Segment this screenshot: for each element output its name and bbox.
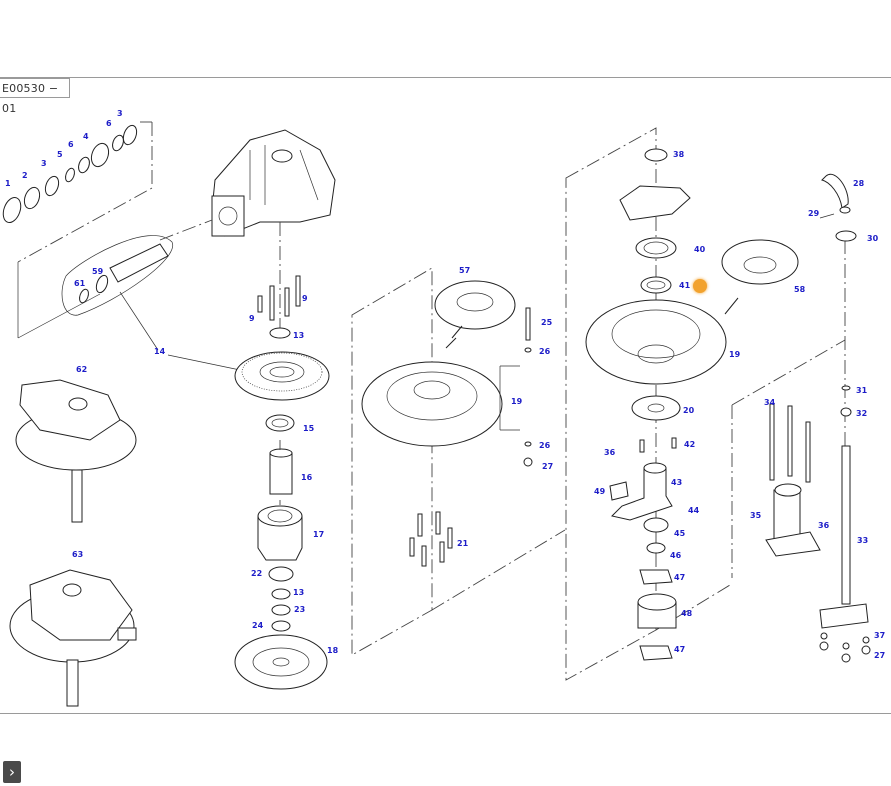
expand-panel-button[interactable]: › bbox=[3, 761, 21, 783]
shaft-33 bbox=[819, 445, 871, 663]
lower-centre-parts bbox=[609, 395, 681, 661]
callout-34: 34 bbox=[764, 398, 776, 407]
callout-47: 47 bbox=[674, 573, 685, 582]
callout-6b: 6 bbox=[106, 119, 112, 128]
chevron-right-icon: › bbox=[9, 763, 15, 781]
callout-1: 1 bbox=[5, 179, 11, 188]
callout-37: 37 bbox=[874, 631, 885, 640]
callout-62: 62 bbox=[76, 365, 87, 374]
gearbox-housing bbox=[159, 129, 336, 330]
callout-14: 14 bbox=[154, 347, 166, 356]
disc-19b bbox=[585, 299, 727, 385]
callout-41: 41 bbox=[679, 281, 691, 290]
callout-31: 31 bbox=[856, 386, 868, 395]
callout-30: 30 bbox=[867, 234, 879, 243]
diagram-code-label: E00530 − 01 bbox=[0, 78, 70, 115]
callout-36: 36 bbox=[604, 448, 616, 457]
middle-frame bbox=[351, 267, 566, 656]
callout-6: 6 bbox=[68, 140, 74, 149]
callout-15: 15 bbox=[303, 424, 315, 433]
callout-44: 44 bbox=[688, 506, 700, 515]
callout-45: 45 bbox=[674, 529, 686, 538]
callout-4: 4 bbox=[83, 132, 89, 141]
callout-2: 2 bbox=[22, 171, 28, 180]
callout-20: 20 bbox=[683, 406, 695, 415]
assembly-63 bbox=[9, 569, 137, 707]
callout-39: 39 bbox=[695, 205, 705, 213]
disc-19 bbox=[361, 361, 503, 447]
callout-36b: 36 bbox=[818, 521, 830, 530]
callout-33: 33 bbox=[857, 536, 868, 545]
callout-29: 29 bbox=[808, 209, 820, 218]
callout-23: 23 bbox=[294, 605, 305, 614]
callout-13b: 13 bbox=[293, 588, 304, 597]
callout-24: 24 bbox=[252, 621, 264, 630]
callout-19: 19 bbox=[511, 397, 523, 406]
callout-57: 57 bbox=[459, 266, 470, 275]
input-shaft-group bbox=[17, 235, 241, 371]
callout-27: 27 bbox=[542, 462, 553, 471]
callout-63: 63 bbox=[72, 550, 83, 559]
callout-17: 17 bbox=[313, 530, 324, 539]
callout-61: 61 bbox=[74, 279, 86, 288]
callout-32: 32 bbox=[856, 409, 867, 418]
highlighted-part-marker[interactable] bbox=[693, 279, 707, 293]
callout-22: 22 bbox=[251, 569, 262, 578]
callout-42: 42 bbox=[684, 440, 695, 449]
ring-gear bbox=[234, 351, 330, 401]
callout-38: 38 bbox=[673, 150, 685, 159]
callout-9b: 9 bbox=[249, 314, 255, 323]
callout-49: 49 bbox=[594, 487, 606, 496]
callout-59: 59 bbox=[92, 267, 104, 276]
callout-3b: 3 bbox=[117, 109, 123, 118]
left-bearing-group bbox=[2, 121, 153, 263]
top-parts-38-41 bbox=[619, 148, 691, 294]
callout-13: 13 bbox=[293, 331, 304, 340]
callout-26: 26 bbox=[539, 347, 551, 356]
callout-27b: 27 bbox=[874, 651, 885, 660]
right-centre-frame bbox=[565, 127, 731, 681]
center-stack bbox=[234, 414, 328, 690]
callout-58: 58 bbox=[794, 285, 806, 294]
callout-48: 48 bbox=[681, 609, 693, 618]
pins-group bbox=[257, 275, 301, 339]
disc-57 bbox=[434, 280, 516, 349]
callout-9: 9 bbox=[302, 294, 308, 303]
callout-26b: 26 bbox=[539, 441, 551, 450]
bolts-25-21 bbox=[409, 307, 533, 567]
callout-labels: 1 2 3 5 6 4 6 3 59 61 14 9 9 13 62 15 16… bbox=[5, 109, 885, 660]
callout-18: 18 bbox=[327, 646, 339, 655]
bracket-35 bbox=[765, 403, 821, 557]
callout-47b: 47 bbox=[674, 645, 685, 654]
callout-25: 25 bbox=[541, 318, 553, 327]
callout-21: 21 bbox=[457, 539, 469, 548]
callout-5: 5 bbox=[57, 150, 63, 159]
callout-28: 28 bbox=[853, 179, 865, 188]
assembly-62 bbox=[15, 379, 137, 523]
exploded-parts-diagram: 1 2 3 5 6 4 6 3 59 61 14 9 9 13 62 15 16… bbox=[2, 109, 885, 707]
frame-top-rule bbox=[0, 77, 891, 78]
hose-28-30 bbox=[819, 173, 857, 417]
callout-40: 40 bbox=[694, 245, 706, 254]
callout-43: 43 bbox=[671, 478, 682, 487]
callout-16: 16 bbox=[301, 473, 313, 482]
disc-58 bbox=[721, 239, 799, 315]
callout-19b: 19 bbox=[729, 350, 741, 359]
frame-bottom-rule bbox=[0, 713, 891, 714]
callout-3: 3 bbox=[41, 159, 47, 168]
callout-46: 46 bbox=[670, 551, 682, 560]
callout-35: 35 bbox=[750, 511, 762, 520]
